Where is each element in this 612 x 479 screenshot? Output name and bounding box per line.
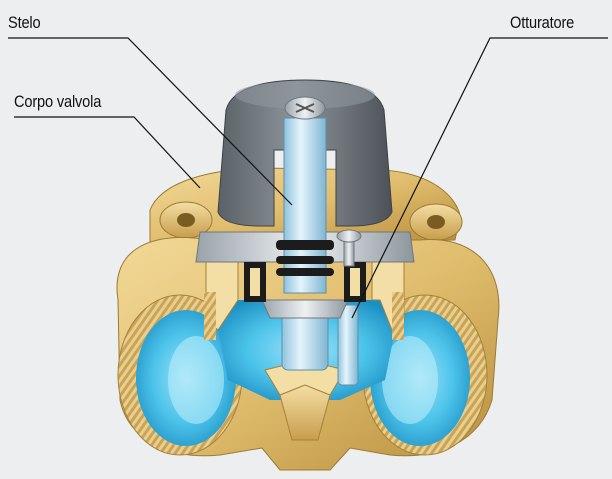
label-otturatore: Otturatore (510, 13, 574, 33)
leader-line-corpo (14, 117, 200, 188)
label-corpo-valvola: Corpo valvola (14, 92, 101, 112)
label-stelo: Stelo (8, 13, 40, 33)
stem (276, 97, 334, 293)
